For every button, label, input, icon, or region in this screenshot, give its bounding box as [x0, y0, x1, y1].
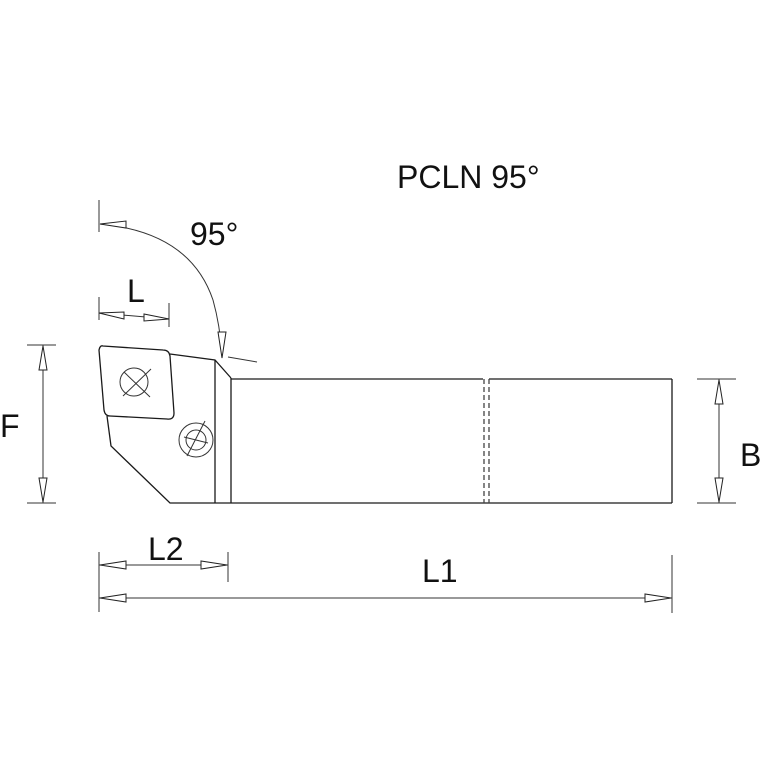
tool-head — [98, 345, 672, 504]
angle-label: 95° — [190, 216, 238, 252]
arrow-right-icon — [644, 593, 672, 603]
arrow-up-icon — [714, 379, 724, 405]
arrow-right-icon — [143, 313, 170, 322]
insert-length-dimension: L — [98, 273, 170, 327]
clamp-screw-icon — [178, 422, 214, 458]
arrow-left-icon — [99, 560, 127, 570]
insert-length-label: L — [127, 273, 145, 309]
arrow-left-icon — [98, 311, 125, 320]
head-length-label: L2 — [148, 531, 184, 567]
width-b-dimension: B — [697, 378, 761, 504]
arrow-left-icon — [99, 220, 127, 229]
arrow-up-icon — [38, 345, 48, 371]
arrow-right-icon — [200, 560, 228, 570]
height-f-dimension: F — [0, 344, 56, 504]
arrow-down-icon — [714, 477, 724, 503]
arrow-left-icon — [99, 593, 127, 603]
arrow-down-icon — [217, 331, 227, 359]
height-f-label: F — [0, 408, 20, 444]
arrow-down-icon — [38, 477, 48, 503]
drawing-title: PCLN 95° — [397, 159, 540, 195]
insert-screw-icon — [119, 367, 149, 397]
width-b-label: B — [740, 437, 761, 473]
total-length-label: L1 — [422, 553, 458, 589]
cutting-insert — [98, 345, 175, 420]
total-length-dimension: L1 — [99, 553, 673, 613]
tool-shank — [231, 378, 673, 503]
angle-dimension: 95° — [98, 200, 258, 363]
head-length-dimension: L2 — [98, 531, 229, 612]
